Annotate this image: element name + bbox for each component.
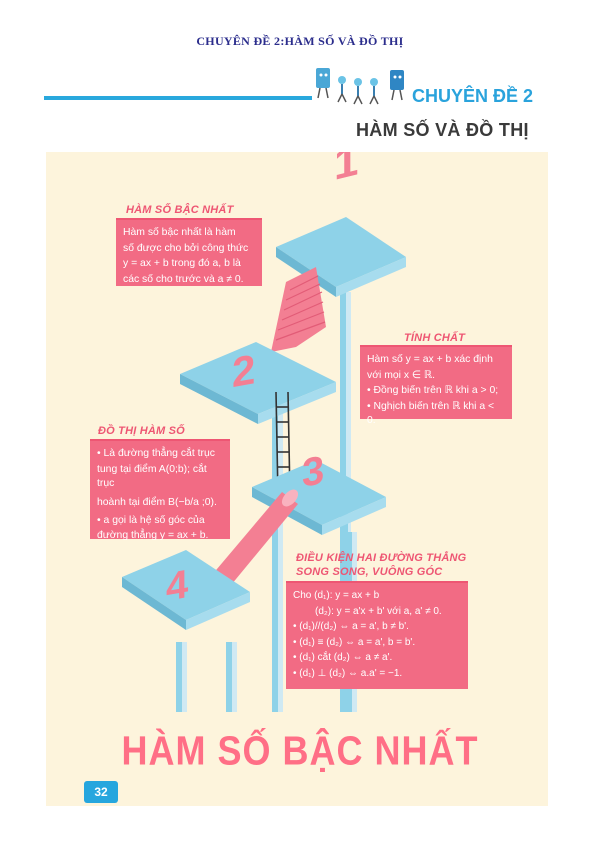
section4-line: • (d₁) ≡ (d₂) ⇔ a = a', b = b'. (293, 636, 416, 648)
section2-box: Hàm số y = ax + b xác định với mọi x ∈ ℝ… (360, 347, 512, 426)
section4-box: Cho (d₁): y = ax + b (d₂): y = a'x + b' … (286, 583, 468, 689)
section3-rule (90, 439, 230, 441)
section4-line: • (d₁) ⊥ (d₂) ⇔ a.a' = −1. (293, 667, 403, 679)
section3-line: • a gọi là hệ số góc của (97, 514, 205, 526)
section3-heading: ĐỒ THỊ HÀM SỐ (98, 425, 185, 437)
section4-line: Cho (d₁): y = ax + b (293, 590, 380, 601)
section3-line: đường thẳng y = ax + b. (97, 530, 209, 541)
section4-heading-line2: SONG SONG, VUÔNG GÓC (296, 566, 443, 578)
section1-line: các số cho trước và a ≠ 0. (123, 273, 244, 285)
section2-rule (360, 345, 512, 347)
section2-line: với mọi x ∈ ℝ. (367, 369, 435, 381)
section3-line: tung tại điểm A(0;b); cắt trục (97, 463, 207, 490)
section4-heading-line1: ĐIỀU KIỆN HAI ĐƯỜNG THẲNG (296, 552, 467, 564)
staircase-illustration: 1 2 3 4 (122, 152, 406, 712)
section3-line: hoành tại điểm B(−b/a ;0). (97, 496, 217, 508)
section2-line: Hàm số y = ax + b xác định (367, 354, 493, 365)
step-number-4: 4 (166, 561, 189, 610)
mascot-book-icon (316, 68, 330, 99)
section1-rule (116, 218, 262, 220)
section3-box: • Là đường thẳng cắt trục tung tại điểm … (90, 441, 230, 541)
section4-line: • (d₁)//(d₂) ⇔ a = a', b ≠ b'. (293, 621, 409, 632)
step-number-2: 2 (232, 345, 255, 396)
pink-stairs (271, 267, 326, 352)
section1-box: Hàm số bậc nhất là hàm số được cho bởi c… (116, 220, 262, 286)
mascot-figure-icon (337, 76, 347, 103)
section1-line: số được cho bởi công thức (123, 242, 249, 254)
page-header: CHUYÊN ĐỀ 2:HÀM SỐ VÀ ĐỒ THỊ (196, 34, 404, 48)
section1-line: Hàm số bậc nhất là hàm (123, 227, 236, 238)
step-tile-2 (180, 342, 336, 424)
section3-line: • Là đường thẳng cắt trục (97, 448, 215, 459)
page-number: 32 (84, 781, 118, 803)
section2-line: • Nghịch biến trên ℝ khi a < 0. (367, 400, 495, 427)
section4-rule (286, 581, 468, 583)
section4-line: • (d₁) cắt (d₂) ⇔ a ≠ a'. (293, 652, 393, 663)
mascot-figure-icon (369, 78, 379, 105)
section2-line: • Đồng biến trên ℝ khi a > 0; (367, 385, 499, 396)
mascot-book-icon (390, 70, 404, 101)
section4-line: (d₂): y = a'x + b' với a, a' ≠ 0. (315, 605, 442, 617)
step-number-3: 3 (302, 447, 324, 496)
step-number-1: 1 (334, 152, 358, 190)
step-tile-4 (122, 550, 250, 630)
pink-slide (206, 489, 299, 596)
bottom-title: HÀM SỐ BẬC NHẤT (121, 727, 479, 774)
chapter-label: CHUYÊN ĐỀ 2 (412, 86, 534, 106)
mascot-figure-icon (353, 78, 363, 105)
header-rule (44, 96, 312, 100)
mascots-illustration (316, 68, 404, 105)
section2-heading: TÍNH CHẤT (404, 332, 466, 344)
section1-line: y = ax + b trong đó a, b là (123, 258, 241, 269)
chapter-title: HÀM SỐ VÀ ĐỒ THỊ (356, 120, 529, 140)
section1-heading: HÀM SỐ BẬC NHẤT (126, 204, 234, 216)
